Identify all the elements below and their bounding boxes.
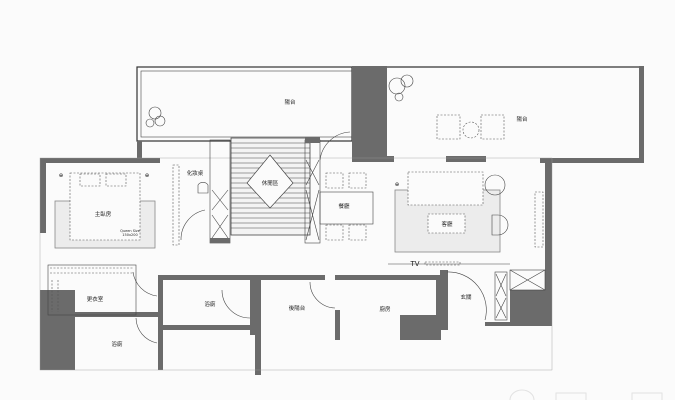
walls (39, 141, 553, 375)
chair-icon (348, 224, 367, 241)
master-bedroom: ⊕ ⊕ 主臥房 Queen Size 150x200 化妝桌 (54, 164, 209, 249)
side-table-icon (462, 121, 480, 139)
tv-label: TV (409, 260, 419, 268)
plant-shelf-icon (534, 191, 544, 248)
room-label-bathroom-2: 浴廁 (204, 300, 216, 308)
chair-icon (325, 224, 344, 241)
room-label-vanity: 化妝桌 (187, 169, 204, 177)
plant-icon (148, 106, 162, 120)
nightstand-icon: ⊕ (59, 173, 64, 179)
room-label-balcony-left: 陽台 (284, 98, 296, 106)
kitchen: 廚房 (379, 305, 391, 313)
pillar (352, 66, 387, 158)
room-label-balcony-right: 陽台 (516, 115, 528, 123)
bathroom-2: 浴廁 (204, 289, 251, 319)
chair-icon (325, 172, 344, 189)
bed-size-label: Queen Size (120, 229, 140, 233)
living-room: 客廳 ⊕ TV (388, 171, 544, 268)
room-label-living: 客廳 (441, 220, 453, 228)
room-label-dining: 餐廳 (338, 202, 350, 210)
room-label-bathroom-1: 浴廁 (111, 340, 123, 348)
bathroom-1: 浴廁 (111, 317, 158, 348)
room-label-kitchen: 廚房 (379, 305, 391, 313)
balcony-right: 陽台 (352, 66, 644, 163)
entrance: 玄關 (440, 269, 546, 330)
balcony-left: 陽台 (136, 66, 353, 142)
room-label-back-balcony: 後陽台 (289, 304, 306, 312)
floor-lamp-icon: ⊕ (395, 182, 400, 188)
sofa-icon (407, 171, 484, 206)
armchair-icon (491, 214, 509, 236)
back-balcony: 後陽台 (289, 281, 336, 312)
room-label-entrance: 玄關 (460, 293, 472, 301)
bed-size-dim: 150x200 (122, 233, 137, 237)
walk-in-closet: 更衣室 (47, 264, 158, 316)
armchair-icon (480, 114, 505, 140)
plant-icon (388, 77, 406, 95)
dining: 餐廳 (319, 172, 374, 241)
nightstand-icon: ⊕ (145, 173, 150, 179)
lounge: 休閒區 (209, 131, 351, 244)
coffee-table-icon (427, 213, 466, 234)
room-label-walk-in-closet: 更衣室 (87, 295, 104, 303)
room-label-lounge: 休閒區 (262, 179, 279, 187)
armchair-icon (436, 114, 461, 140)
chair-icon (348, 172, 367, 189)
watermark (509, 389, 663, 400)
lamp-table-icon (484, 174, 506, 196)
room-label-master-bedroom: 主臥房 (95, 210, 112, 218)
